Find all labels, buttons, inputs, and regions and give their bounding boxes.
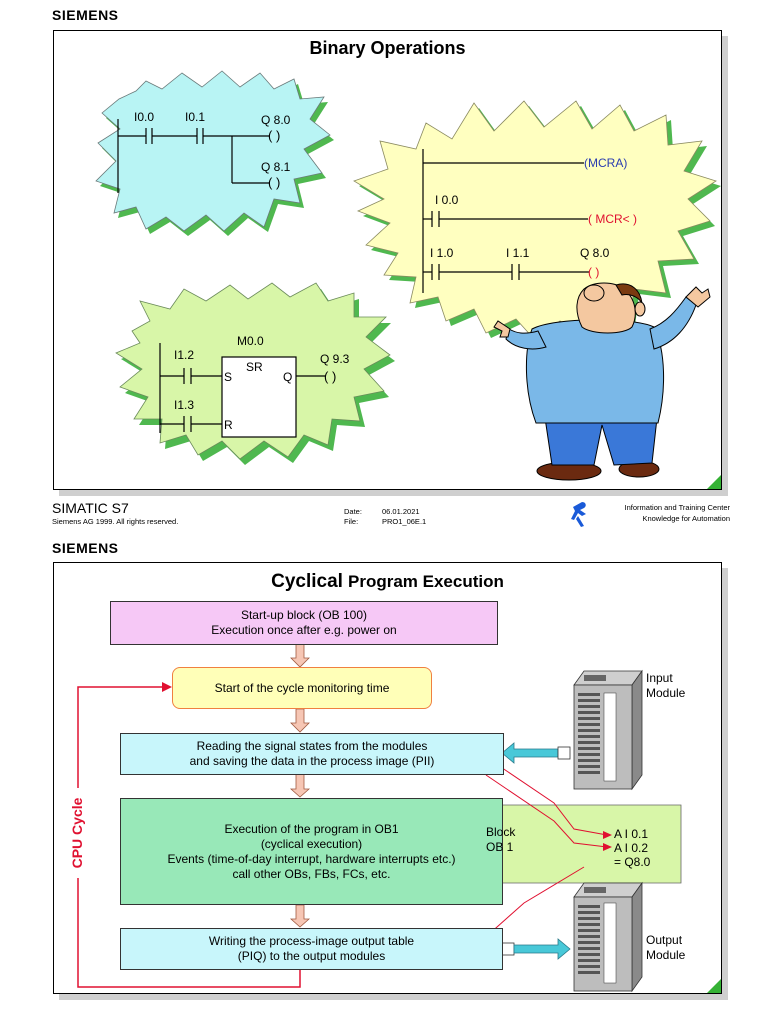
green-q93-label: Q 9.3 (320, 352, 350, 366)
slide2-title-bold: Cyclical (271, 571, 343, 592)
output-line2: Module (646, 948, 686, 962)
cycle-monitor-box: Start of the cycle monitoring time (172, 667, 432, 709)
yellow-ladder (422, 149, 589, 293)
siemens-logo-top: SIEMENS (52, 7, 119, 23)
yellow-mcra: (MCRA) (584, 156, 627, 170)
green-m00-label: M0.0 (237, 334, 264, 348)
footer-copyright: Siemens AG 1999. All rights reserved. (52, 517, 179, 526)
block-line2: OB 1 (486, 840, 514, 854)
input-line2: Module (646, 686, 686, 700)
cyan-ladder (117, 119, 270, 193)
code-line3: = Q8.0 (614, 855, 651, 869)
slide2-corner-triangle (707, 979, 721, 993)
footer-date-value: 06.01.2021 (382, 507, 420, 516)
yellow-i10-label: I 1.0 (430, 246, 454, 260)
slide-binary-operations: Binary Operations I0.0 I0.1 Q 8.0 ( ) Q … (53, 30, 722, 490)
cyan-q80-coil: ( ) (268, 128, 280, 143)
slide2-title: Cyclical Program Execution (54, 571, 721, 593)
cpu-cycle-arrowhead (162, 682, 172, 692)
cycle-monitor-text: Start of the cycle monitoring time (214, 680, 390, 695)
cartoon-man-illustration (493, 282, 711, 481)
yellow-q80-coil: ( ) (588, 265, 599, 279)
input-module-icon (573, 669, 643, 791)
writing-line1: Writing the process-image output table (208, 934, 415, 948)
green-i13-label: I1.3 (174, 398, 194, 412)
block-line1: Block (486, 825, 516, 839)
footer-center-line2: Knowledge for Automation (642, 514, 730, 523)
reading-line1: Reading the signal states from the modul… (196, 739, 428, 753)
exec-line3: Events (time-of-day interrupt, hardware … (167, 851, 456, 866)
output-module-label: Output Module (646, 933, 685, 963)
slide1-corner-triangle (707, 475, 721, 489)
exec-line1: Execution of the program in OB1 (224, 821, 399, 836)
slide1-diagram: I0.0 I0.1 Q 8.0 ( ) Q 8.1 ( ) (MCRA) I 0… (95, 70, 721, 481)
cyan-i01-label: I0.1 (185, 110, 205, 124)
cyan-burst (95, 70, 331, 232)
execution-box: Execution of the program in OB1(cyclical… (120, 798, 503, 905)
startup-block-box: Start-up block (OB 100)Execution once af… (110, 601, 498, 645)
green-q93-coil: ( ) (324, 369, 336, 384)
green-q-pin: Q (283, 370, 292, 384)
reading-line2: and saving the data in the process image… (189, 754, 435, 768)
green-ladder (159, 343, 326, 438)
input-module-label: Input Module (646, 671, 685, 701)
cyan-q80-label: Q 8.0 (261, 113, 291, 127)
code-line1: A I 0.1 (614, 827, 649, 841)
exec-line4: call other OBs, FBs, FCs, etc. (232, 866, 391, 881)
input-arrow (501, 742, 571, 764)
output-arrow (501, 938, 571, 960)
footer-date-label: Date: (344, 507, 362, 516)
cpu-cycle-loop (77, 686, 301, 988)
footer-file-label: File: (344, 517, 359, 526)
cyan-q81-label: Q 8.1 (261, 160, 291, 174)
slide-cyclical-program-execution: Cyclical Program Execution (53, 562, 722, 994)
green-r-pin: R (224, 418, 233, 432)
siemens-logo-bottom: SIEMENS (52, 540, 119, 556)
input-line1: Input (646, 671, 673, 685)
training-center-logo-icon (571, 502, 586, 527)
yellow-mcr: ( MCR< ) (588, 212, 637, 226)
writing-line2: (PIQ) to the output modules (237, 949, 386, 963)
green-s-pin: S (224, 370, 232, 384)
exec-line2: (cyclical execution) (260, 836, 363, 851)
footer-center-line1: Information and Training Center (624, 503, 730, 512)
startup-line1: Start-up block (OB 100) (240, 608, 368, 622)
slide1-title: Binary Operations (309, 38, 466, 58)
ob1-code: A I 0.1 A I 0.2 = Q8.0 (614, 827, 650, 869)
reading-box: Reading the signal states from the modul… (120, 733, 504, 775)
slide2-title-rest: Program Execution (347, 572, 504, 591)
slide2-diagram (77, 643, 682, 993)
flow-arrows (289, 643, 311, 928)
yellow-burst (353, 100, 717, 340)
code-line2: A I 0.2 (614, 841, 649, 855)
cpu-cycle-label: CPU Cycle (69, 788, 85, 878)
yellow-i11-label: I 1.1 (506, 246, 530, 260)
cyan-i00-label: I0.0 (134, 110, 154, 124)
startup-line2: Execution once after e.g. power on (211, 623, 397, 637)
yellow-i00-label: I 0.0 (435, 193, 459, 207)
block-ob1-label: Block OB 1 (486, 825, 515, 855)
output-line1: Output (646, 933, 683, 947)
footer-product: SIMATIC S7 (52, 500, 129, 516)
writing-box: Writing the process-image output table(P… (120, 928, 503, 970)
green-sr-label: SR (246, 360, 263, 374)
yellow-q80-label: Q 8.0 (580, 246, 610, 260)
output-module-icon (573, 881, 643, 993)
footer-file-value: PRO1_06E.1 (382, 517, 427, 526)
green-i12-label: I1.2 (174, 348, 194, 362)
cyan-q81-coil: ( ) (268, 175, 280, 190)
